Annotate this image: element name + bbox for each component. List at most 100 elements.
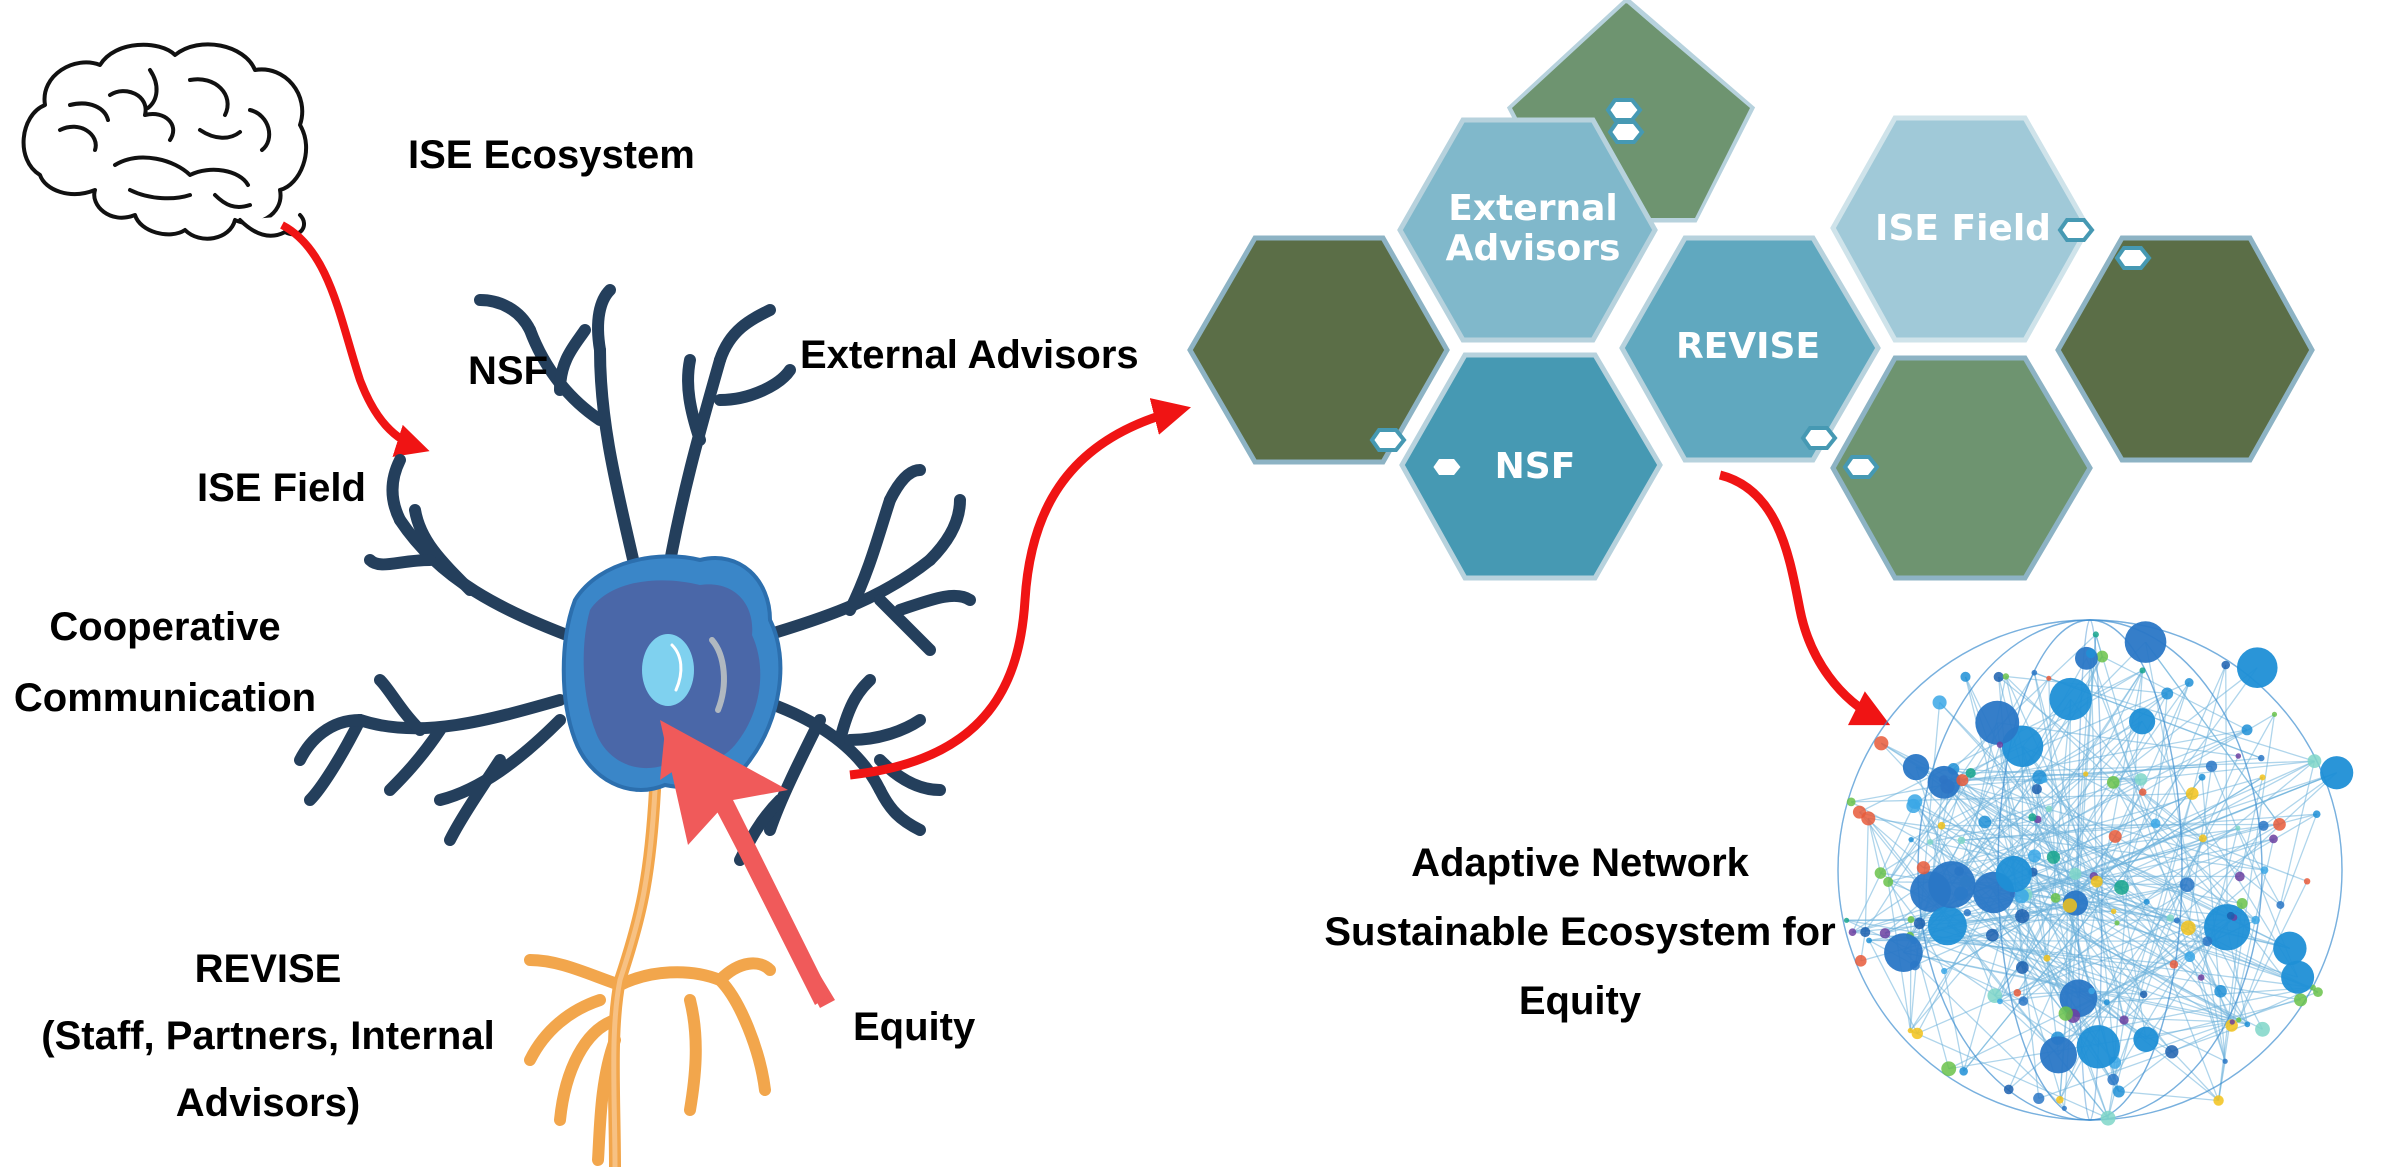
network-node <box>2003 673 2009 679</box>
network-node <box>2294 993 2307 1006</box>
network-node <box>2032 784 2042 794</box>
label-nsf: NSF <box>468 348 548 395</box>
network-node <box>2093 631 2099 637</box>
network-node <box>2046 676 2051 681</box>
network-node <box>2281 961 2314 994</box>
network-node <box>2186 787 2199 800</box>
network-node <box>2260 774 2266 780</box>
network-node <box>2033 1093 2044 1104</box>
network-node <box>2213 1095 2223 1105</box>
network-node <box>2144 899 2150 905</box>
network-node <box>1917 861 1930 874</box>
network-node <box>1938 822 1946 830</box>
network-node <box>2199 834 2207 842</box>
network-node <box>2313 810 2321 818</box>
network-node <box>2069 868 2081 880</box>
network-node <box>2202 936 2212 946</box>
network-node <box>2320 756 2353 789</box>
network-node <box>2018 996 2028 1006</box>
network-node <box>2227 912 2235 920</box>
network-link <box>1865 818 1868 932</box>
network-link <box>1942 824 2280 825</box>
label-adaptive-line1: Adaptive Network <box>1300 840 1860 887</box>
network-node <box>2135 773 2148 786</box>
network-node <box>1853 806 1866 819</box>
network-node <box>2273 932 2306 965</box>
network-node <box>2261 866 2269 874</box>
network-node <box>1906 799 1920 813</box>
network-node <box>2046 805 2053 812</box>
hexagon-label-external-line2: Advisors <box>1446 228 1621 269</box>
network-node <box>1875 867 1887 879</box>
network-node <box>2255 1022 2270 1037</box>
network-node <box>1966 768 1976 778</box>
network-node <box>2083 771 2088 776</box>
network-node <box>1883 877 1893 887</box>
network-node <box>1997 998 2003 1004</box>
network-node <box>1958 837 1965 844</box>
network-node <box>2133 1027 2158 1052</box>
network-node <box>2113 1086 2125 1098</box>
brain-to-neuron-arrow <box>282 225 420 448</box>
label-cooperative-line2: Communication <box>0 675 330 722</box>
network-node <box>2096 651 2108 663</box>
network-node <box>2063 898 2077 912</box>
network-node <box>2040 1036 2077 1073</box>
network-node <box>2051 893 2061 903</box>
network-node <box>2059 1006 2073 1020</box>
network-node <box>2032 670 2038 676</box>
label-revise-title: REVISE <box>18 946 518 993</box>
network-node <box>2101 1111 2116 1126</box>
network-node <box>2214 985 2227 998</box>
hexagon-label-ise-field: ISE Field <box>1875 208 2051 249</box>
network-node <box>1866 938 1872 944</box>
hexagon-label-external-line1: External <box>1448 188 1617 229</box>
network-node <box>1874 736 1888 750</box>
network-node <box>2114 880 2129 895</box>
network-node <box>2308 754 2322 768</box>
network-node <box>2047 851 2060 864</box>
label-adaptive-line2: Sustainable Ecosystem for <box>1300 909 1860 956</box>
network-node <box>2139 788 2147 796</box>
network-node <box>2206 761 2217 772</box>
network-node <box>2184 951 2195 962</box>
network-node <box>1941 968 1947 974</box>
network-node <box>2129 708 2155 734</box>
network-node <box>2235 872 2245 882</box>
network-node <box>2258 821 2268 831</box>
network-node <box>2151 819 2161 829</box>
network-node <box>2313 987 2323 997</box>
network-node <box>2062 1106 2067 1111</box>
network-node <box>1928 861 1975 908</box>
network-node <box>2223 1059 2228 1064</box>
network-node <box>2237 647 2278 688</box>
network-node <box>1927 839 1933 845</box>
network-node <box>1903 754 1929 780</box>
network-node <box>1941 1061 1956 1076</box>
label-ise-field: ISE Field <box>197 465 366 512</box>
label-revise-block: REVISE (Staff, Partners, Internal Adviso… <box>18 946 518 1128</box>
network-node <box>2088 988 2094 994</box>
network-node <box>1928 766 1961 799</box>
network-node <box>2056 1096 2064 1104</box>
network-node <box>1997 742 2003 748</box>
network-node <box>1912 1028 1923 1039</box>
network-node <box>2028 813 2036 821</box>
label-ise-ecosystem: ISE Ecosystem <box>408 132 695 179</box>
label-adaptive-line3: Equity <box>1300 978 1860 1025</box>
network-node <box>1986 929 1999 942</box>
network-node <box>2258 755 2264 761</box>
hexagon-label-nsf: NSF <box>1495 446 1576 487</box>
network-node <box>1914 918 1925 929</box>
network-node <box>2272 712 2277 717</box>
network-node <box>2114 920 2119 925</box>
network-node <box>2086 648 2096 658</box>
network-node <box>2235 826 2240 831</box>
network-node <box>2244 1022 2250 1028</box>
label-cooperative-line1: Cooperative <box>0 604 330 651</box>
network-node <box>2185 678 2194 687</box>
network-node <box>1928 906 1967 945</box>
network-node <box>2125 621 2167 663</box>
network-node <box>2111 909 2116 914</box>
network-node <box>2304 878 2310 884</box>
